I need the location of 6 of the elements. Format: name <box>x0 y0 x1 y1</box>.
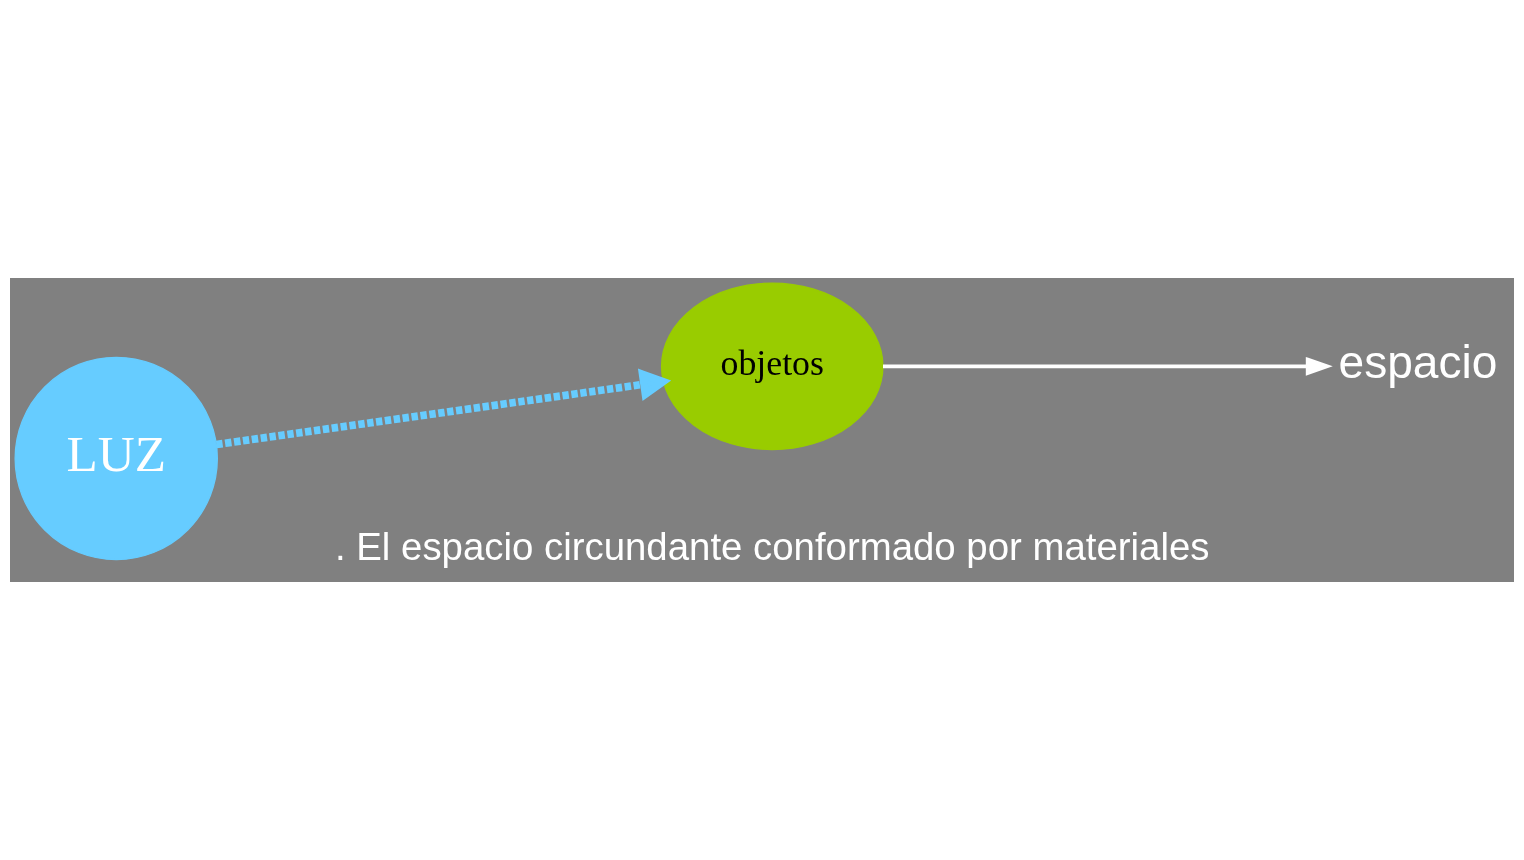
node-circle: LUZ <box>14 356 218 561</box>
arrow <box>215 368 672 449</box>
label: . El espacio circundante conformado por materiales <box>334 525 1210 569</box>
node-text: espacio <box>1338 335 1498 388</box>
node-ellipse: objetos <box>660 282 884 451</box>
arrow <box>883 356 1333 376</box>
